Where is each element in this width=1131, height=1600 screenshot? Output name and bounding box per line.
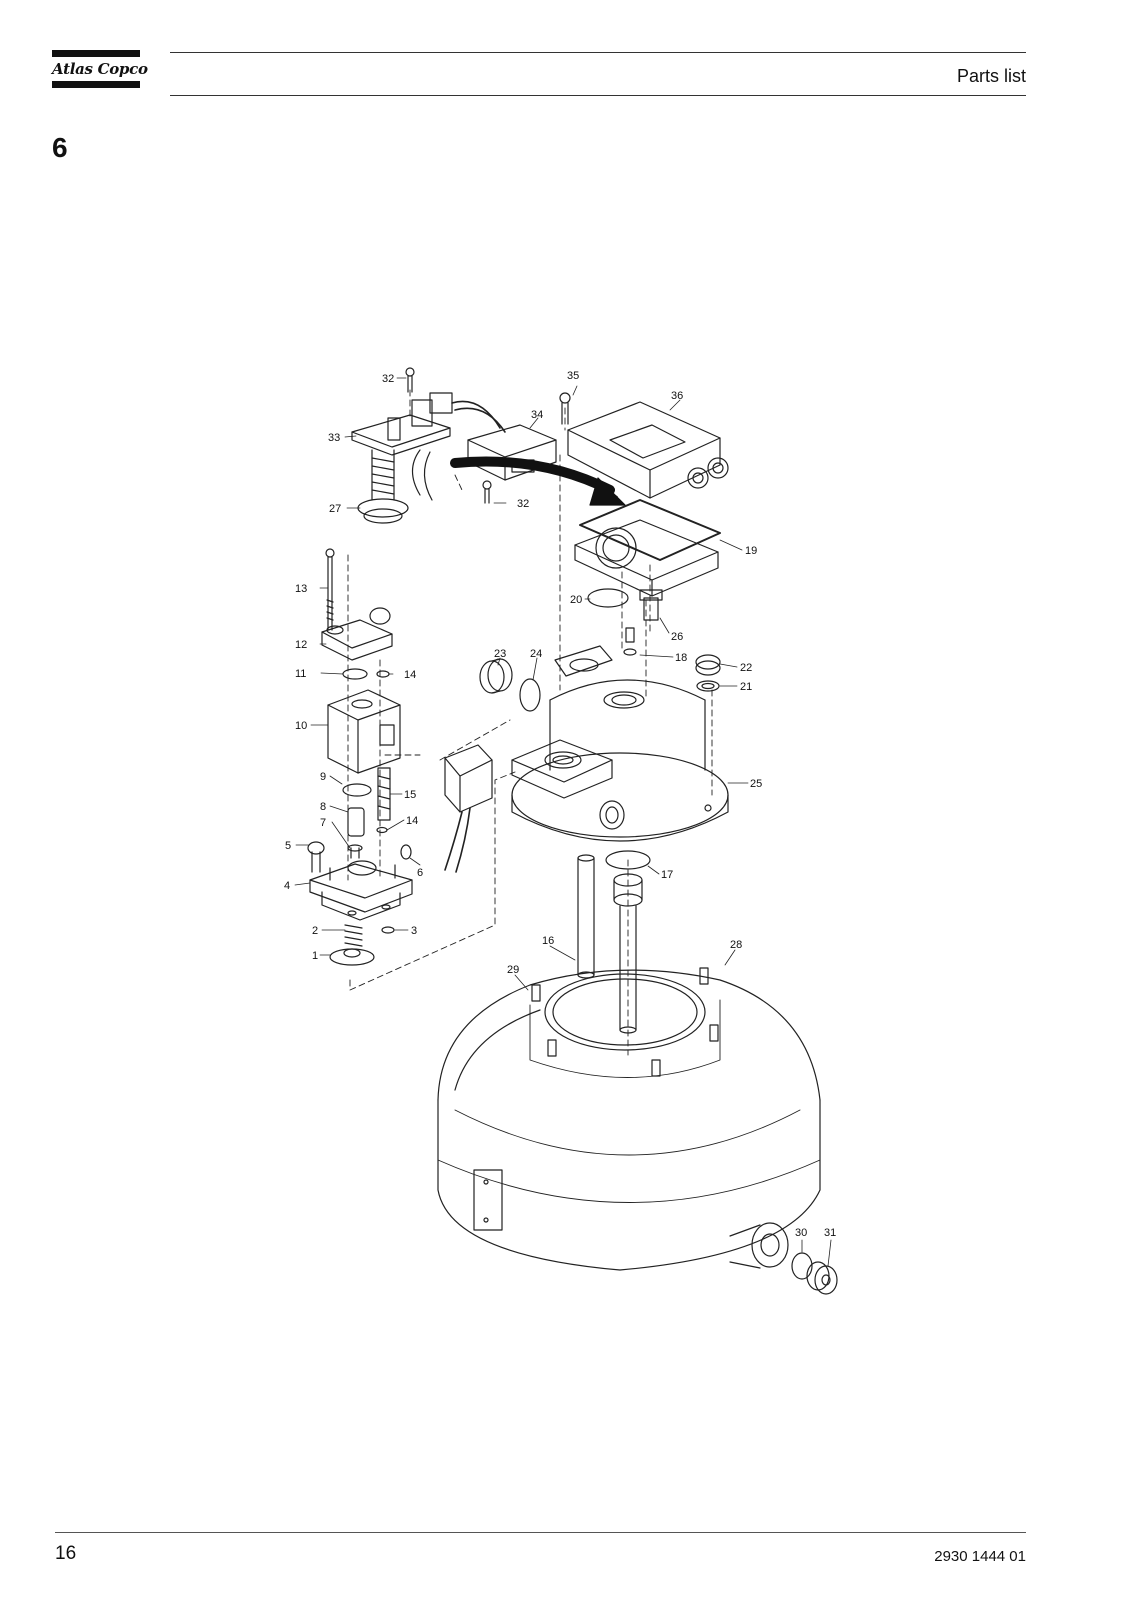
valve-body-4	[309, 860, 413, 921]
o-ring-20	[587, 588, 629, 608]
screw-5	[307, 841, 325, 873]
callout-30: 30	[795, 1227, 807, 1239]
callout-32-top: 32	[382, 373, 394, 385]
plug-31	[806, 1261, 838, 1295]
o-ring-9	[342, 783, 372, 797]
callout-4: 4	[284, 880, 290, 892]
callout-35: 35	[567, 370, 579, 382]
pcb-33	[351, 392, 453, 501]
callout-22: 22	[740, 662, 752, 674]
section-number: 6	[52, 132, 68, 163]
screw-32-bottom	[482, 480, 492, 504]
valve-housing-25	[511, 645, 729, 842]
assembly-lines	[347, 389, 713, 1056]
o-ring-17	[605, 850, 651, 870]
callout-11: 11	[295, 668, 306, 680]
callout-36: 36	[671, 390, 683, 402]
header-rule-bottom	[170, 95, 1026, 96]
callout-12: 12	[295, 639, 307, 651]
seal-6	[400, 844, 412, 860]
o-ring-11	[342, 668, 368, 680]
logo-bar-top	[52, 50, 140, 57]
screw-7	[347, 844, 363, 859]
o-ring-14-lower	[376, 826, 388, 834]
check-valve	[613, 873, 643, 1034]
o-ring-24	[519, 678, 541, 712]
assembly-arrow	[450, 456, 615, 495]
callout-26: 26	[671, 631, 683, 643]
washer-30	[791, 1252, 813, 1280]
plug-23	[479, 658, 513, 694]
studs-29	[531, 967, 719, 1077]
plunger-8	[347, 807, 365, 837]
callout-5: 5	[285, 840, 291, 852]
callout-34: 34	[531, 409, 543, 421]
nut-22-washer-21	[695, 654, 721, 692]
callout-16: 16	[542, 935, 554, 947]
callout-15: 15	[404, 789, 416, 801]
page-number: 16	[55, 1543, 77, 1564]
callout-14-lower: 14	[406, 815, 418, 827]
callout-21: 21	[740, 681, 752, 693]
callout-27: 27	[329, 503, 341, 515]
callout-7: 7	[320, 817, 326, 829]
callout-31: 31	[824, 1227, 836, 1239]
callout-32-bottom: 32	[517, 498, 529, 510]
screw-35	[559, 392, 571, 425]
callout-6: 6	[417, 867, 423, 879]
nozzle-26	[639, 589, 663, 621]
leader-lines	[294, 377, 832, 1267]
callout-28: 28	[730, 939, 742, 951]
callout-9: 9	[320, 771, 326, 783]
callout-8: 8	[320, 801, 326, 813]
callout-3: 3	[411, 925, 417, 937]
screw-18	[623, 627, 637, 656]
header-rule-top	[170, 52, 1026, 53]
callout-23: 23	[494, 648, 506, 660]
bracket-12	[321, 607, 393, 661]
tube-16	[577, 854, 595, 979]
controller-cover-36	[567, 401, 729, 499]
base-plate	[574, 499, 721, 597]
logo-wordmark: Atlas Copco	[52, 60, 148, 78]
spring-2	[344, 924, 363, 947]
atlas-copco-logo: Atlas Copco	[52, 50, 148, 88]
cable-bundle	[451, 400, 501, 429]
connector-plug	[444, 744, 493, 873]
footer-rule	[55, 1532, 1026, 1533]
solenoid-coil-10	[327, 689, 401, 774]
callout-2: 2	[312, 925, 318, 937]
screw-32-top	[405, 367, 415, 393]
document-number: 2930 1444 01	[934, 1548, 1026, 1565]
callout-10: 10	[295, 720, 307, 732]
callout-1: 1	[312, 950, 318, 962]
logo-bar-bottom	[52, 81, 140, 88]
section-title: Parts list	[956, 66, 1026, 86]
diaphragm-1	[329, 948, 375, 966]
air-tank-28	[437, 969, 821, 1271]
callout-29: 29	[507, 964, 519, 976]
callout-20: 20	[570, 594, 582, 606]
drain-fitting	[729, 1222, 789, 1269]
callout-14-upper: 14	[404, 669, 416, 681]
callout-18: 18	[675, 652, 687, 664]
callout-25: 25	[750, 778, 762, 790]
callout-labels: 32 35 36 34 33 27 32 19 13 20 26 12 18 2…	[284, 370, 836, 1239]
callout-33: 33	[328, 432, 340, 444]
callout-17: 17	[661, 869, 673, 881]
callout-19: 19	[745, 545, 757, 557]
o-ring-14-upper	[376, 670, 390, 678]
pressure-switch-27	[357, 449, 409, 524]
callout-24: 24	[530, 648, 542, 660]
bolt-13	[325, 548, 335, 631]
callout-13: 13	[295, 583, 307, 595]
o-ring-3	[381, 926, 395, 934]
